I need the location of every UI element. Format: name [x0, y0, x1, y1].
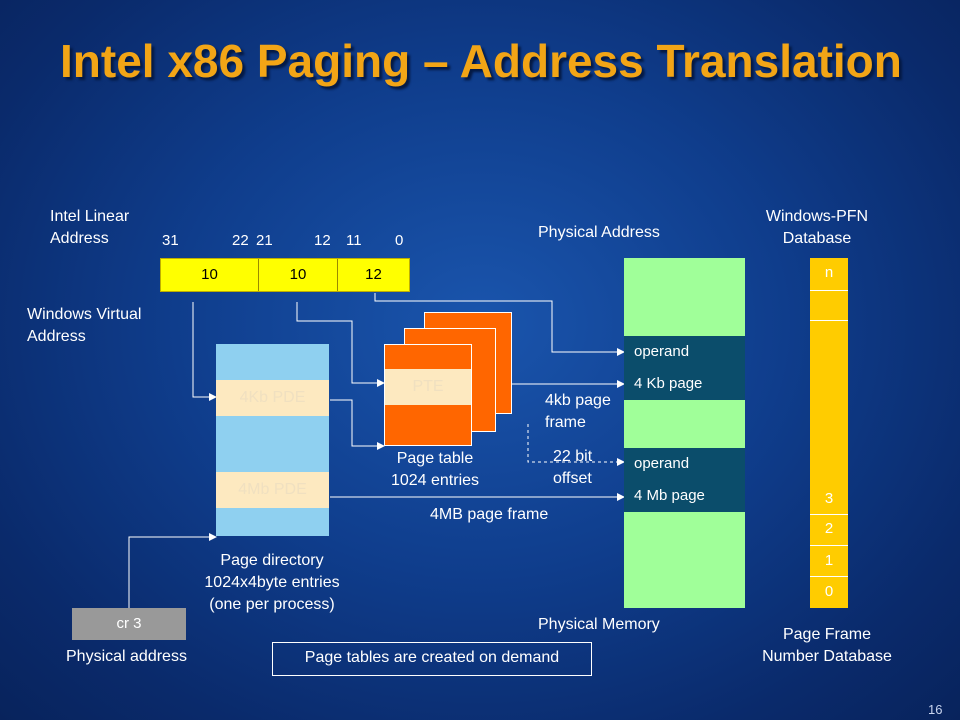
pfn-cell-n: n [824, 264, 834, 281]
page-directory: 4Kb PDE 4Mb PDE [216, 344, 329, 536]
note-box: Page tables are created on demand [272, 642, 592, 676]
label-22bit-offset: 22 bit offset [553, 448, 593, 487]
operand-4mb: operand [624, 448, 745, 480]
page-directory-caption: Page directory 1024x4byte entries (one p… [204, 552, 340, 613]
pfn-cell-0: 0 [824, 583, 834, 600]
bit-label-22: 22 [232, 232, 249, 249]
pfn-divider [810, 320, 848, 321]
pde-4kb-entry: 4Kb PDE [216, 380, 329, 416]
bit-label-0: 0 [395, 232, 404, 249]
pfn-divider [810, 290, 848, 291]
physical-memory: operand 4 Kb page operand 4 Mb page [624, 258, 745, 608]
windows-virtual-address-label: Windows Virtual Address [27, 306, 142, 345]
pfn-cell-1: 1 [824, 552, 834, 569]
linear-address-box: 10 10 12 [160, 258, 410, 292]
bit-label-12: 12 [314, 232, 331, 249]
pfn-database: n 3 2 1 0 [810, 258, 848, 608]
page-4kb-block: 4 Kb page [624, 368, 745, 400]
page-table-front: PTE [384, 344, 472, 446]
bit-label-11: 11 [346, 232, 362, 249]
arrow-pde-to-page-table [330, 399, 385, 450]
pfn-cell-3: 3 [824, 490, 834, 507]
arrow-table-to-pte [296, 302, 385, 387]
pte-entry: PTE [385, 369, 471, 405]
arrow-cr3-to-page-directory [128, 533, 217, 608]
bit-label-31: 31 [162, 232, 179, 249]
operand-4kb: operand [624, 336, 745, 368]
linear-dir-field: 10 [161, 259, 259, 291]
pfn-divider [810, 545, 848, 546]
arrow-offset-to-4kb-operand [374, 293, 625, 356]
linear-table-field: 10 [259, 259, 338, 291]
pfn-cell-2: 2 [824, 520, 834, 537]
label-4kb-page-frame: 4kb page frame [545, 392, 611, 431]
pfn-divider [810, 514, 848, 515]
physical-memory-label: Physical Memory [538, 616, 660, 633]
physical-address-label: Physical Address [538, 224, 660, 241]
cr3-caption: Physical address [66, 648, 187, 665]
label-4mb-page-frame: 4MB page frame [430, 506, 549, 523]
linear-address-label: Intel Linear Address [50, 208, 130, 247]
arrow-dir-to-pde [192, 302, 217, 401]
slide-title: Intel x86 Paging – Address Translation [60, 35, 902, 87]
pfn-database-title: Windows-PFN Database [765, 208, 869, 247]
cr3-register: cr 3 [72, 608, 186, 640]
dashed-offset-line [527, 424, 625, 466]
page-4mb-block: 4 Mb page [624, 480, 745, 512]
bit-label-21: 21 [256, 232, 273, 249]
pde-4mb-entry: 4Mb PDE [216, 472, 329, 508]
pfn-database-caption: Page Frame Number Database [762, 626, 892, 665]
pfn-divider [810, 576, 848, 577]
page-table-caption: Page table 1024 entries [390, 450, 480, 489]
linear-offset-field: 12 [365, 266, 382, 283]
slide-number: 16 [928, 702, 943, 717]
